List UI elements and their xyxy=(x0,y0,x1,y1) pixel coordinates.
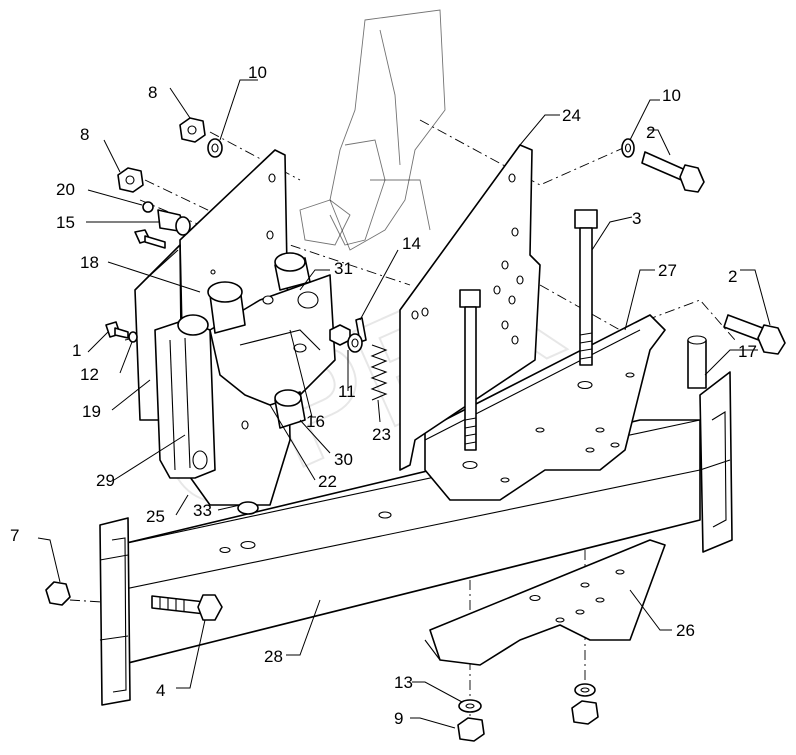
label-14: 14 xyxy=(402,234,421,253)
spring xyxy=(370,344,388,401)
beam-left-end-plate xyxy=(99,517,131,706)
label-26: 26 xyxy=(676,621,695,640)
label-18: 18 xyxy=(80,253,99,272)
label-2-upper: 2 xyxy=(646,123,655,142)
nut-7 xyxy=(45,581,71,606)
label-3: 3 xyxy=(632,209,641,228)
label-23: 23 xyxy=(372,425,391,444)
bushing-15 xyxy=(157,209,191,236)
label-29: 29 xyxy=(96,471,115,490)
roller-left xyxy=(177,314,209,336)
label-8-upper: 8 xyxy=(148,83,157,102)
label-7: 7 xyxy=(10,526,19,545)
spacer-sleeve xyxy=(687,335,707,389)
label-25: 25 xyxy=(146,507,165,526)
label-1: 1 xyxy=(72,341,81,360)
label-24: 24 xyxy=(562,106,581,125)
washer-10-right xyxy=(621,138,635,158)
washer-13 xyxy=(458,699,482,713)
pivot-lever xyxy=(209,274,336,406)
nut-9 xyxy=(457,717,485,742)
leader-lines xyxy=(37,79,771,729)
latch-hook xyxy=(154,319,216,479)
label-22: 22 xyxy=(318,472,337,491)
small-bolt-upper xyxy=(134,229,166,249)
label-28: 28 xyxy=(264,647,283,666)
label-9: 9 xyxy=(394,709,403,728)
label-2-lower: 2 xyxy=(728,267,737,286)
label-33: 33 xyxy=(193,501,212,520)
bolt-2-lower xyxy=(723,314,786,355)
washer-16 xyxy=(347,333,363,353)
cap-33 xyxy=(237,501,259,515)
nut-8-lower xyxy=(117,167,144,193)
background-frame-ghost xyxy=(299,9,446,251)
bolt-2-upper xyxy=(641,151,705,193)
label-31: 31 xyxy=(334,259,353,278)
roller-30 xyxy=(274,389,306,429)
washer-12 xyxy=(128,331,138,343)
roller-18 xyxy=(207,281,246,334)
label-19: 19 xyxy=(82,402,101,421)
nut-11 xyxy=(329,324,351,346)
label-13: 13 xyxy=(394,673,413,692)
label-10-right: 10 xyxy=(662,86,681,105)
label-27: 27 xyxy=(658,261,677,280)
label-30: 30 xyxy=(334,450,353,469)
roller-upper xyxy=(274,252,311,291)
label-11: 11 xyxy=(338,382,356,401)
label-20: 20 xyxy=(56,180,75,199)
label-4: 4 xyxy=(156,681,165,700)
part-labels: 8 10 8 20 15 18 1 12 19 29 25 33 31 22 3… xyxy=(10,63,757,728)
lower-clamp-plate xyxy=(424,539,666,666)
label-17: 17 xyxy=(738,342,757,361)
upper-mounting-bracket xyxy=(424,314,666,501)
label-15: 15 xyxy=(56,213,75,232)
label-16: 16 xyxy=(306,412,325,431)
nut-8-upper xyxy=(179,117,206,143)
washer-10-upper xyxy=(207,138,223,158)
washer-lower-right xyxy=(574,683,596,697)
nut-lower-right xyxy=(571,700,599,725)
beam-right-end-plate xyxy=(699,371,733,553)
label-8-lower: 8 xyxy=(80,125,89,144)
long-bolt-right xyxy=(574,209,598,366)
bolt-4 xyxy=(151,594,223,621)
label-10-upper: 10 xyxy=(248,63,267,82)
long-bolt-left xyxy=(459,289,481,451)
grease-nipple xyxy=(142,201,154,213)
label-12: 12 xyxy=(80,365,99,384)
bolt-1 xyxy=(105,321,129,339)
